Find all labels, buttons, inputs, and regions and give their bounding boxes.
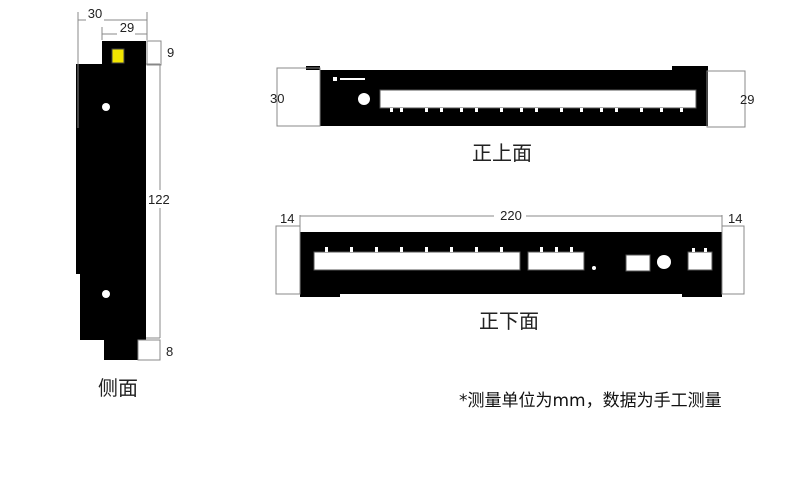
side-view-drawing bbox=[76, 41, 146, 360]
side-screw-hole-bottom bbox=[102, 290, 110, 298]
top-view-dimension-lines bbox=[276, 67, 746, 128]
top-hole bbox=[358, 93, 370, 105]
top-view-drawing bbox=[306, 66, 708, 126]
side-body bbox=[80, 64, 146, 340]
bottom-connector-right bbox=[687, 251, 713, 271]
dim-top-30: 30 bbox=[270, 91, 284, 106]
bottom-terminal-strip-2 bbox=[527, 251, 585, 271]
dim-bottom-220: 220 bbox=[500, 208, 522, 223]
side-body-step bbox=[76, 64, 82, 274]
dim-side-9: 9 bbox=[167, 45, 174, 60]
dim-bottom-14-left: 14 bbox=[280, 211, 294, 226]
side-screw-hole-top bbox=[102, 103, 110, 111]
bottom-terminal-strip-1 bbox=[313, 251, 521, 271]
dim-side-122: 122 bbox=[148, 192, 170, 207]
top-view-caption: 正上面 bbox=[472, 141, 532, 165]
side-bottom-cap bbox=[104, 338, 138, 360]
measurement-footnote: *测量单位为mm，数据为手工测量 bbox=[459, 391, 722, 411]
side-yellow-terminal bbox=[111, 48, 125, 64]
dim-side-29: 29 bbox=[120, 20, 134, 35]
dim-side-30: 30 bbox=[88, 6, 102, 21]
dim-side-8: 8 bbox=[166, 344, 173, 359]
side-view-caption: 侧面 bbox=[98, 376, 138, 400]
dim-bottom-14-right: 14 bbox=[728, 211, 742, 226]
bottom-view-caption: 正下面 bbox=[479, 309, 539, 333]
bottom-view-drawing bbox=[300, 232, 722, 297]
bottom-connector-left bbox=[625, 254, 651, 272]
dim-top-29: 29 bbox=[740, 92, 754, 107]
bottom-hole bbox=[657, 255, 671, 269]
top-terminal-strip bbox=[379, 89, 697, 109]
